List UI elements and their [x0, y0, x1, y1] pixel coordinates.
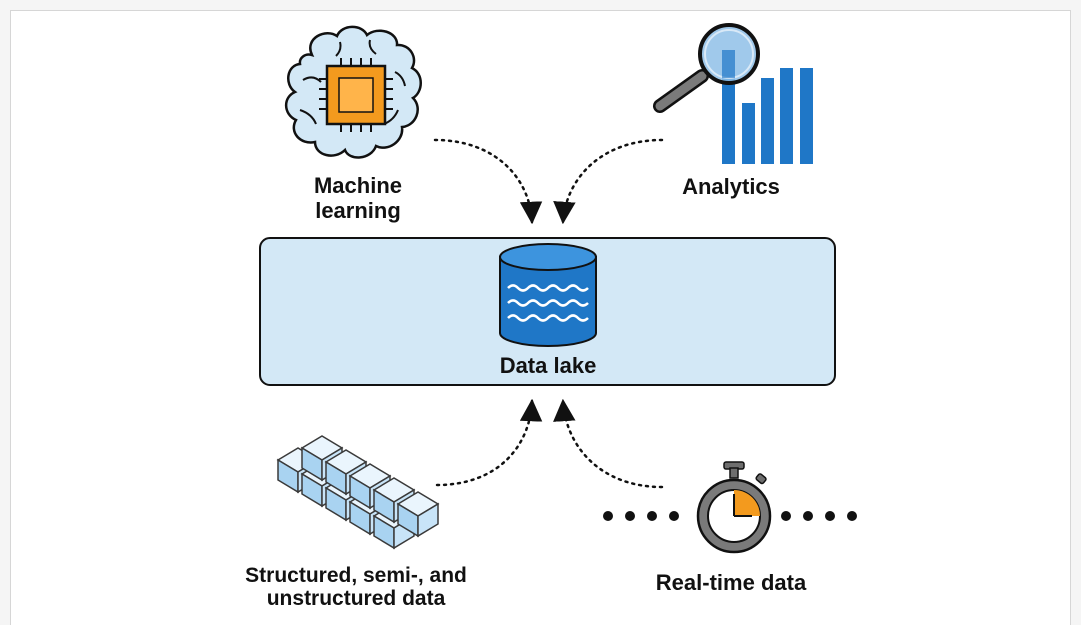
arrow-analytics-to-lake — [553, 138, 664, 225]
machine-learning-label-line2: learning — [315, 198, 401, 223]
data-cubes-icon — [276, 435, 440, 550]
arrow-realtime-to-lake — [553, 398, 664, 489]
structured-data-label-line2: unstructured data — [267, 587, 446, 610]
analytics-label: Analytics — [682, 174, 780, 199]
real-time-data-label: Real-time data — [656, 570, 807, 595]
data-lake-label: Data lake — [500, 353, 597, 378]
stopwatch-icon — [603, 461, 857, 554]
timeline-dots — [603, 511, 857, 521]
machine-learning-label-line1: Machine — [314, 173, 402, 198]
arrow-ml-to-lake — [433, 138, 543, 225]
brain-chip-icon — [284, 25, 422, 159]
arrow-structured-to-lake — [435, 398, 543, 487]
database-icon — [499, 243, 597, 347]
structured-data-label-line1: Structured, semi-, and — [245, 564, 467, 587]
analytics-icon — [653, 23, 813, 164]
